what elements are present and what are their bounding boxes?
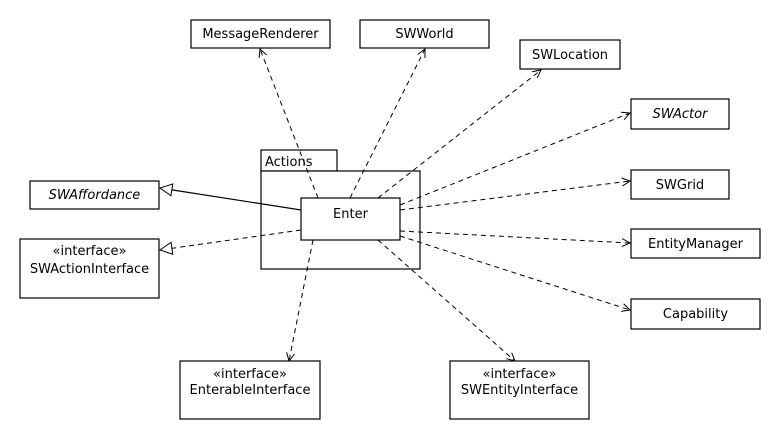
class-swaffordance[interactable]: SWAffordance <box>29 180 160 210</box>
class-name: SWAffordance <box>49 188 141 203</box>
interface-name: SWEntityInterface <box>461 383 578 398</box>
class-name: SWLocation <box>532 48 608 63</box>
class-name: SWGrid <box>656 178 704 193</box>
class-name: Capability <box>663 307 728 322</box>
class-capability[interactable]: Capability <box>630 298 761 330</box>
dependency-edge-capability <box>399 235 630 310</box>
class-name: MessageRenderer <box>202 27 319 42</box>
stereotype-label: «interface» <box>213 367 287 382</box>
class-swgrid[interactable]: SWGrid <box>630 169 730 200</box>
interface-name: SWActionInterface <box>30 262 149 277</box>
class-swactor[interactable]: SWActor <box>630 98 730 130</box>
class-messagerenderer[interactable]: MessageRenderer <box>190 19 331 49</box>
stereotype-label: «interface» <box>53 244 127 259</box>
class-name: EntityManager <box>648 237 744 252</box>
package-name: Actions <box>265 155 313 170</box>
dependency-edge-swworld <box>349 49 425 199</box>
class-name: SWWorld <box>395 27 453 42</box>
class-name: Enter <box>333 207 369 222</box>
dependency-edge-enterableinterface <box>289 239 314 361</box>
class-swworld[interactable]: SWWorld <box>359 19 490 49</box>
dependency-edge-swlocation <box>377 70 541 199</box>
relations <box>160 49 630 361</box>
interface-enterableinterface[interactable]: «interface» EnterableInterface <box>179 360 321 420</box>
dependency-edge-swgrid <box>399 181 630 211</box>
interface-swactioninterface[interactable]: «interface» SWActionInterface <box>19 238 160 299</box>
dependency-edge-swentityinterface <box>377 239 515 361</box>
class-entitymanager[interactable]: EntityManager <box>630 228 761 259</box>
stereotype-label: «interface» <box>483 367 557 382</box>
dependency-edge-swactor <box>399 113 630 206</box>
generalization-edge-swaffordance <box>160 188 302 211</box>
interface-name: EnterableInterface <box>190 383 311 398</box>
class-swlocation[interactable]: SWLocation <box>519 39 621 70</box>
class-name: SWActor <box>653 107 710 122</box>
class-enter[interactable]: Enter <box>300 197 401 241</box>
realization-edge-swactioninterface <box>160 229 302 250</box>
interface-swentityinterface[interactable]: «interface» SWEntityInterface <box>449 360 590 420</box>
dependency-edge-entitymanager <box>399 230 630 243</box>
